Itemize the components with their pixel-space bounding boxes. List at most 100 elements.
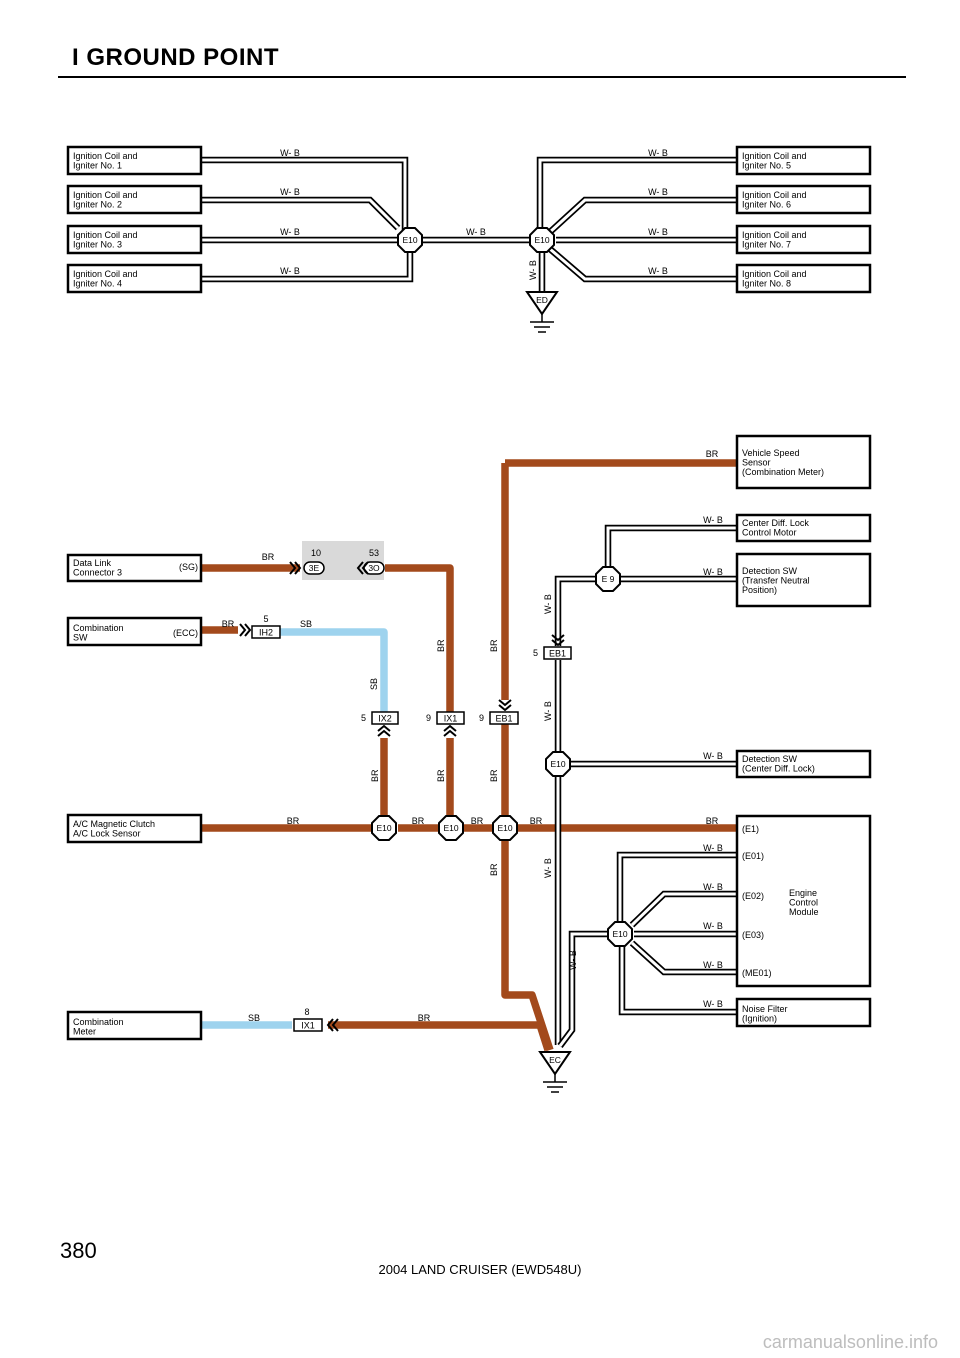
ac-box [66, 813, 203, 844]
splice-e10-top-left-label: E10 [402, 235, 417, 245]
det-tn-line: (Transfer Neutral [742, 576, 810, 586]
comb-sw-line: Combination [73, 623, 124, 633]
ecm-terminal: (E03) [742, 930, 764, 940]
ecm-name-line: Engine [789, 888, 817, 898]
pin-3e-label: 3E [309, 563, 320, 573]
br-label: BR [287, 816, 300, 826]
ign2-box [66, 184, 203, 215]
splice-e10-ac-a-label: E10 [376, 823, 391, 833]
ign5-line: Igniter No. 5 [742, 161, 791, 171]
ign8-line: Ignition Coil and [742, 269, 807, 279]
wb-label-vertical: W- B [543, 701, 553, 721]
br-label-vertical: BR [370, 769, 380, 782]
wire-ign2-core [201, 198, 400, 230]
det-tn-line: Position) [742, 585, 777, 595]
wb-label: W- B [280, 227, 300, 237]
br-label: BR [471, 816, 484, 826]
wb-label: W- B [648, 148, 668, 158]
wire-ign5-core [538, 158, 737, 228]
connector-ix1 [436, 711, 465, 725]
vss-line: (Combination Meter) [742, 467, 824, 477]
pin-number: 5 [361, 713, 366, 723]
connector-ih2 [251, 625, 281, 639]
dlc3-terminal: (SG) [179, 562, 198, 572]
ign7-line: Igniter No. 7 [742, 240, 791, 250]
splice-e9-label: E 9 [602, 574, 615, 584]
wb-label: W- B [703, 960, 723, 970]
splice-e10-ac-b [438, 815, 464, 841]
pin-number: 9 [479, 713, 484, 723]
ign7-box [735, 224, 872, 255]
ecm-name-line: Control [789, 898, 818, 908]
title-rule [58, 76, 906, 78]
sb-label: SB [248, 1013, 260, 1023]
wire-ign6-core [548, 198, 737, 234]
det-cdl-line: (Center Diff. Lock) [742, 764, 815, 774]
br-label-vertical: BR [489, 639, 499, 652]
ign4-line: Igniter No. 4 [73, 279, 122, 289]
br-label-vertical: BR [489, 769, 499, 782]
ign4-box [66, 263, 203, 294]
wire-ign2 [201, 196, 401, 231]
wb-label: W- B [703, 567, 723, 577]
pin-3e [303, 561, 325, 575]
connector-ih2-label: IH2 [259, 628, 273, 638]
sb-label: SB [300, 619, 312, 629]
ground-ec-label: EC [549, 1055, 561, 1065]
ecm-box [735, 814, 872, 988]
wb-label: W- B [703, 843, 723, 853]
component-boxes-layer [66, 145, 872, 1041]
det-tn-box [735, 552, 872, 608]
wires-layer [201, 156, 737, 1052]
comb-sw-box [66, 616, 203, 647]
wire-me01-core [630, 941, 737, 974]
wire-cdl-motor [604, 524, 737, 568]
wb-label-vertical: W- B [543, 594, 553, 614]
wb-label: W- B [280, 266, 300, 276]
dlc3-box [66, 553, 203, 583]
vss-line: Vehicle Speed [742, 448, 800, 458]
ign1-line: Ignition Coil and [73, 151, 138, 161]
splice-e10-ac-a [371, 815, 397, 841]
ign3-line: Igniter No. 3 [73, 240, 122, 250]
wb-label: W- B [648, 227, 668, 237]
comb-sw-terminal: (ECC) [173, 628, 198, 638]
wb-label: W- B [466, 227, 486, 237]
vss-box [735, 434, 872, 490]
splice-e10-ac-c [492, 815, 518, 841]
wb-label: W- B [703, 999, 723, 1009]
wb-label: W- B [280, 148, 300, 158]
ign5-box [735, 145, 872, 176]
ign7-line: Ignition Coil and [742, 230, 807, 240]
wb-label: W- B [703, 882, 723, 892]
ground-ec [538, 1051, 572, 1076]
br-label: BR [706, 816, 719, 826]
ign8-box [735, 263, 872, 294]
connector-eb1-upper [543, 646, 572, 660]
dlc3-line: Data Link [73, 558, 112, 568]
cdl-motor-line: Center Diff. Lock [742, 518, 809, 528]
ecm-name-line: Module [789, 907, 819, 917]
ecm-terminal: (E1) [742, 824, 759, 834]
connector-arrow [377, 729, 391, 737]
connector-arrow [377, 724, 391, 732]
noise-line: Noise Filter [742, 1004, 788, 1014]
br-label: BR [706, 449, 719, 459]
comb-sw-line: SW [73, 633, 88, 643]
wire-ign4 [201, 252, 414, 283]
cdl-motor-line: Control Motor [742, 528, 797, 538]
wb-label: W- B [703, 515, 723, 525]
noise-box [735, 997, 872, 1028]
connector-arrow [294, 561, 302, 575]
ign3-line: Ignition Coil and [73, 230, 138, 240]
page-number: 380 [60, 1238, 97, 1263]
connector-eb1-lower-label: EB1 [495, 714, 512, 724]
det-tn-line: Detection SW [742, 566, 798, 576]
br-label-vertical: BR [489, 863, 499, 876]
splice-e10-detcdl [545, 751, 571, 777]
connector-arrow [356, 561, 364, 575]
wire-noise-core [620, 947, 737, 1014]
connector-ix2 [371, 711, 399, 725]
